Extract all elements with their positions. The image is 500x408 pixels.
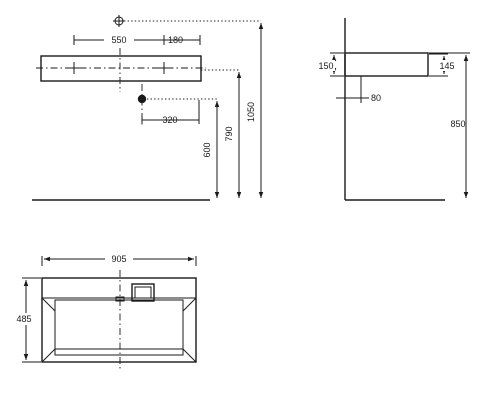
tap-deck-inner bbox=[134, 286, 152, 299]
rim-height-label: 790 bbox=[224, 126, 234, 141]
basin-depth-outer-label: 150 bbox=[318, 61, 333, 71]
width-label: 905 bbox=[111, 254, 126, 264]
basin-top-bowl bbox=[54, 299, 184, 356]
tap-deck bbox=[131, 283, 155, 302]
top-view: 905 485 bbox=[12, 252, 197, 370]
waste-offset-label: 320 bbox=[162, 115, 177, 125]
tap-to-edge-label: 180 bbox=[168, 35, 183, 45]
basin-front bbox=[40, 55, 202, 82]
waste-projection-label: 80 bbox=[371, 93, 381, 103]
total-height-label: 850 bbox=[450, 119, 465, 129]
tap-hole-right bbox=[158, 62, 170, 74]
depth-label: 485 bbox=[16, 314, 31, 324]
tap-spacing-label: 550 bbox=[111, 35, 126, 45]
basin-top-outer bbox=[41, 277, 197, 363]
basin-depth-inner-label: 145 bbox=[439, 61, 454, 71]
tap-height-reference-symbol bbox=[113, 15, 125, 27]
tap-hole-left bbox=[68, 62, 80, 74]
front-view: 550 180 1050 790 600 320 bbox=[32, 15, 264, 201]
basin-side bbox=[344, 52, 429, 77]
side-view: 150 145 80 850 bbox=[317, 18, 470, 201]
waste-height-label: 600 bbox=[202, 142, 212, 157]
tap-height-label: 1050 bbox=[246, 102, 256, 122]
